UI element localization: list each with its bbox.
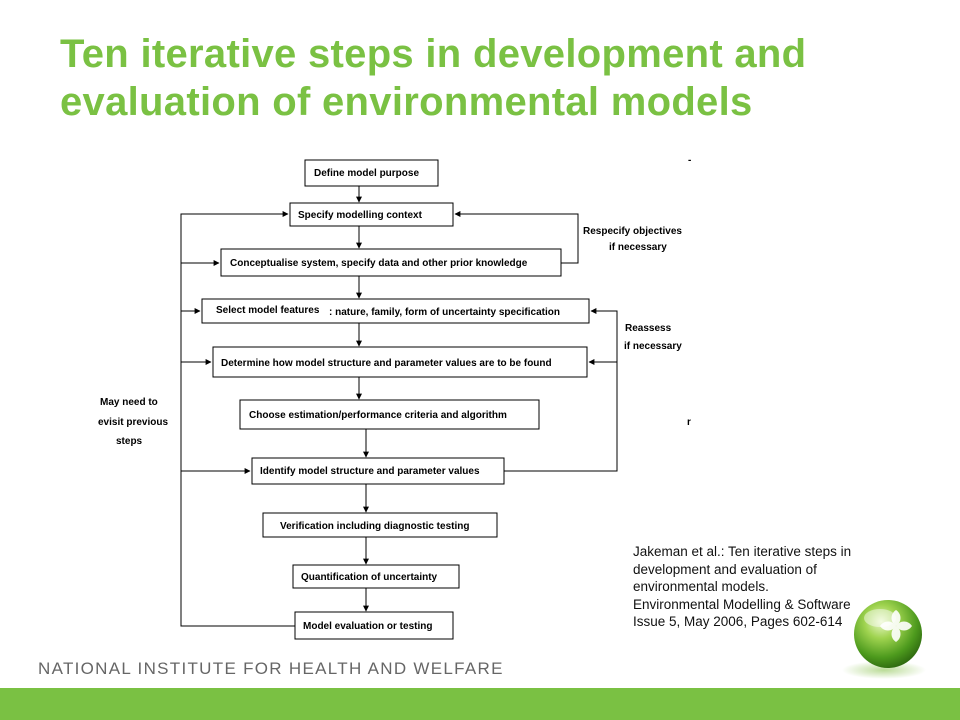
step-label: Define model purpose xyxy=(314,168,419,179)
step-label: Determine how model structure and parame… xyxy=(221,358,552,369)
institute-name: NATIONAL INSTITUTE FOR HEALTH AND WELFAR… xyxy=(38,659,504,678)
revisit-arrow-context xyxy=(180,211,295,627)
slide-title-line-2: evaluation of environmental models xyxy=(60,80,753,124)
step-label: Quantification of uncertainty xyxy=(301,572,438,583)
step-arrows xyxy=(356,186,369,612)
revisit-label-line-2: evisit previous xyxy=(98,417,168,428)
globe-logo-icon xyxy=(842,600,926,679)
step-label: Identify model structure and parameter v… xyxy=(260,466,480,477)
respecify-label-line-2: if necessary xyxy=(609,242,667,253)
stray-mark: r xyxy=(687,417,691,428)
step-box-identify-structure: Identify model structure and parameter v… xyxy=(251,457,505,485)
slide-title-line-1: Ten iterative steps in development and xyxy=(60,32,807,76)
reassess-loop xyxy=(504,308,618,472)
revisit-label-line-1: May need to xyxy=(100,397,158,408)
reassess-label-line-2: if necessary xyxy=(624,341,682,352)
step-box-model-features: Select model features : nature, family, … xyxy=(201,298,590,324)
footer-bar xyxy=(0,688,960,720)
step-detail-label: : nature, family, form of uncertainty sp… xyxy=(329,307,560,318)
reassess-arrow-features xyxy=(504,308,618,472)
step-label: Verification including diagnostic testin… xyxy=(280,521,469,532)
citation-text: Jakeman et al.: Ten iterative steps in d… xyxy=(633,544,852,629)
step-label: Specify modelling context xyxy=(298,210,423,221)
step-box-uncertainty: Quantification of uncertainty xyxy=(292,564,460,589)
step-box-define-purpose: Define model purpose xyxy=(304,159,439,187)
reassess-label-line-1: Reassess xyxy=(625,323,672,334)
step-box-verification: Verification including diagnostic testin… xyxy=(262,512,498,538)
step-box-estimation-criteria: Choose estimation/performance criteria a… xyxy=(239,399,540,430)
step-label: Select model features xyxy=(216,305,320,316)
slide-title: Ten iterative steps in development and e… xyxy=(60,30,940,126)
revisit-label-line-3: steps xyxy=(116,436,143,447)
step-box-model-evaluation: Model evaluation or testing xyxy=(294,611,454,640)
respecify-loop xyxy=(454,211,579,264)
step-box-determine-structure: Determine how model structure and parame… xyxy=(212,346,588,378)
respecify-arrow xyxy=(454,211,579,264)
step-label: Model evaluation or testing xyxy=(303,621,432,632)
revisit-loop xyxy=(180,211,295,627)
step-label: Conceptualise system, specify data and o… xyxy=(230,258,528,269)
step-box-modelling-context: Specify modelling context xyxy=(289,202,454,227)
stray-mark: - xyxy=(688,155,691,166)
step-box-conceptualise: Conceptualise system, specify data and o… xyxy=(220,248,562,277)
step-label: Choose estimation/performance criteria a… xyxy=(249,410,507,421)
respecify-label-line-1: Respecify objectives xyxy=(583,226,682,237)
